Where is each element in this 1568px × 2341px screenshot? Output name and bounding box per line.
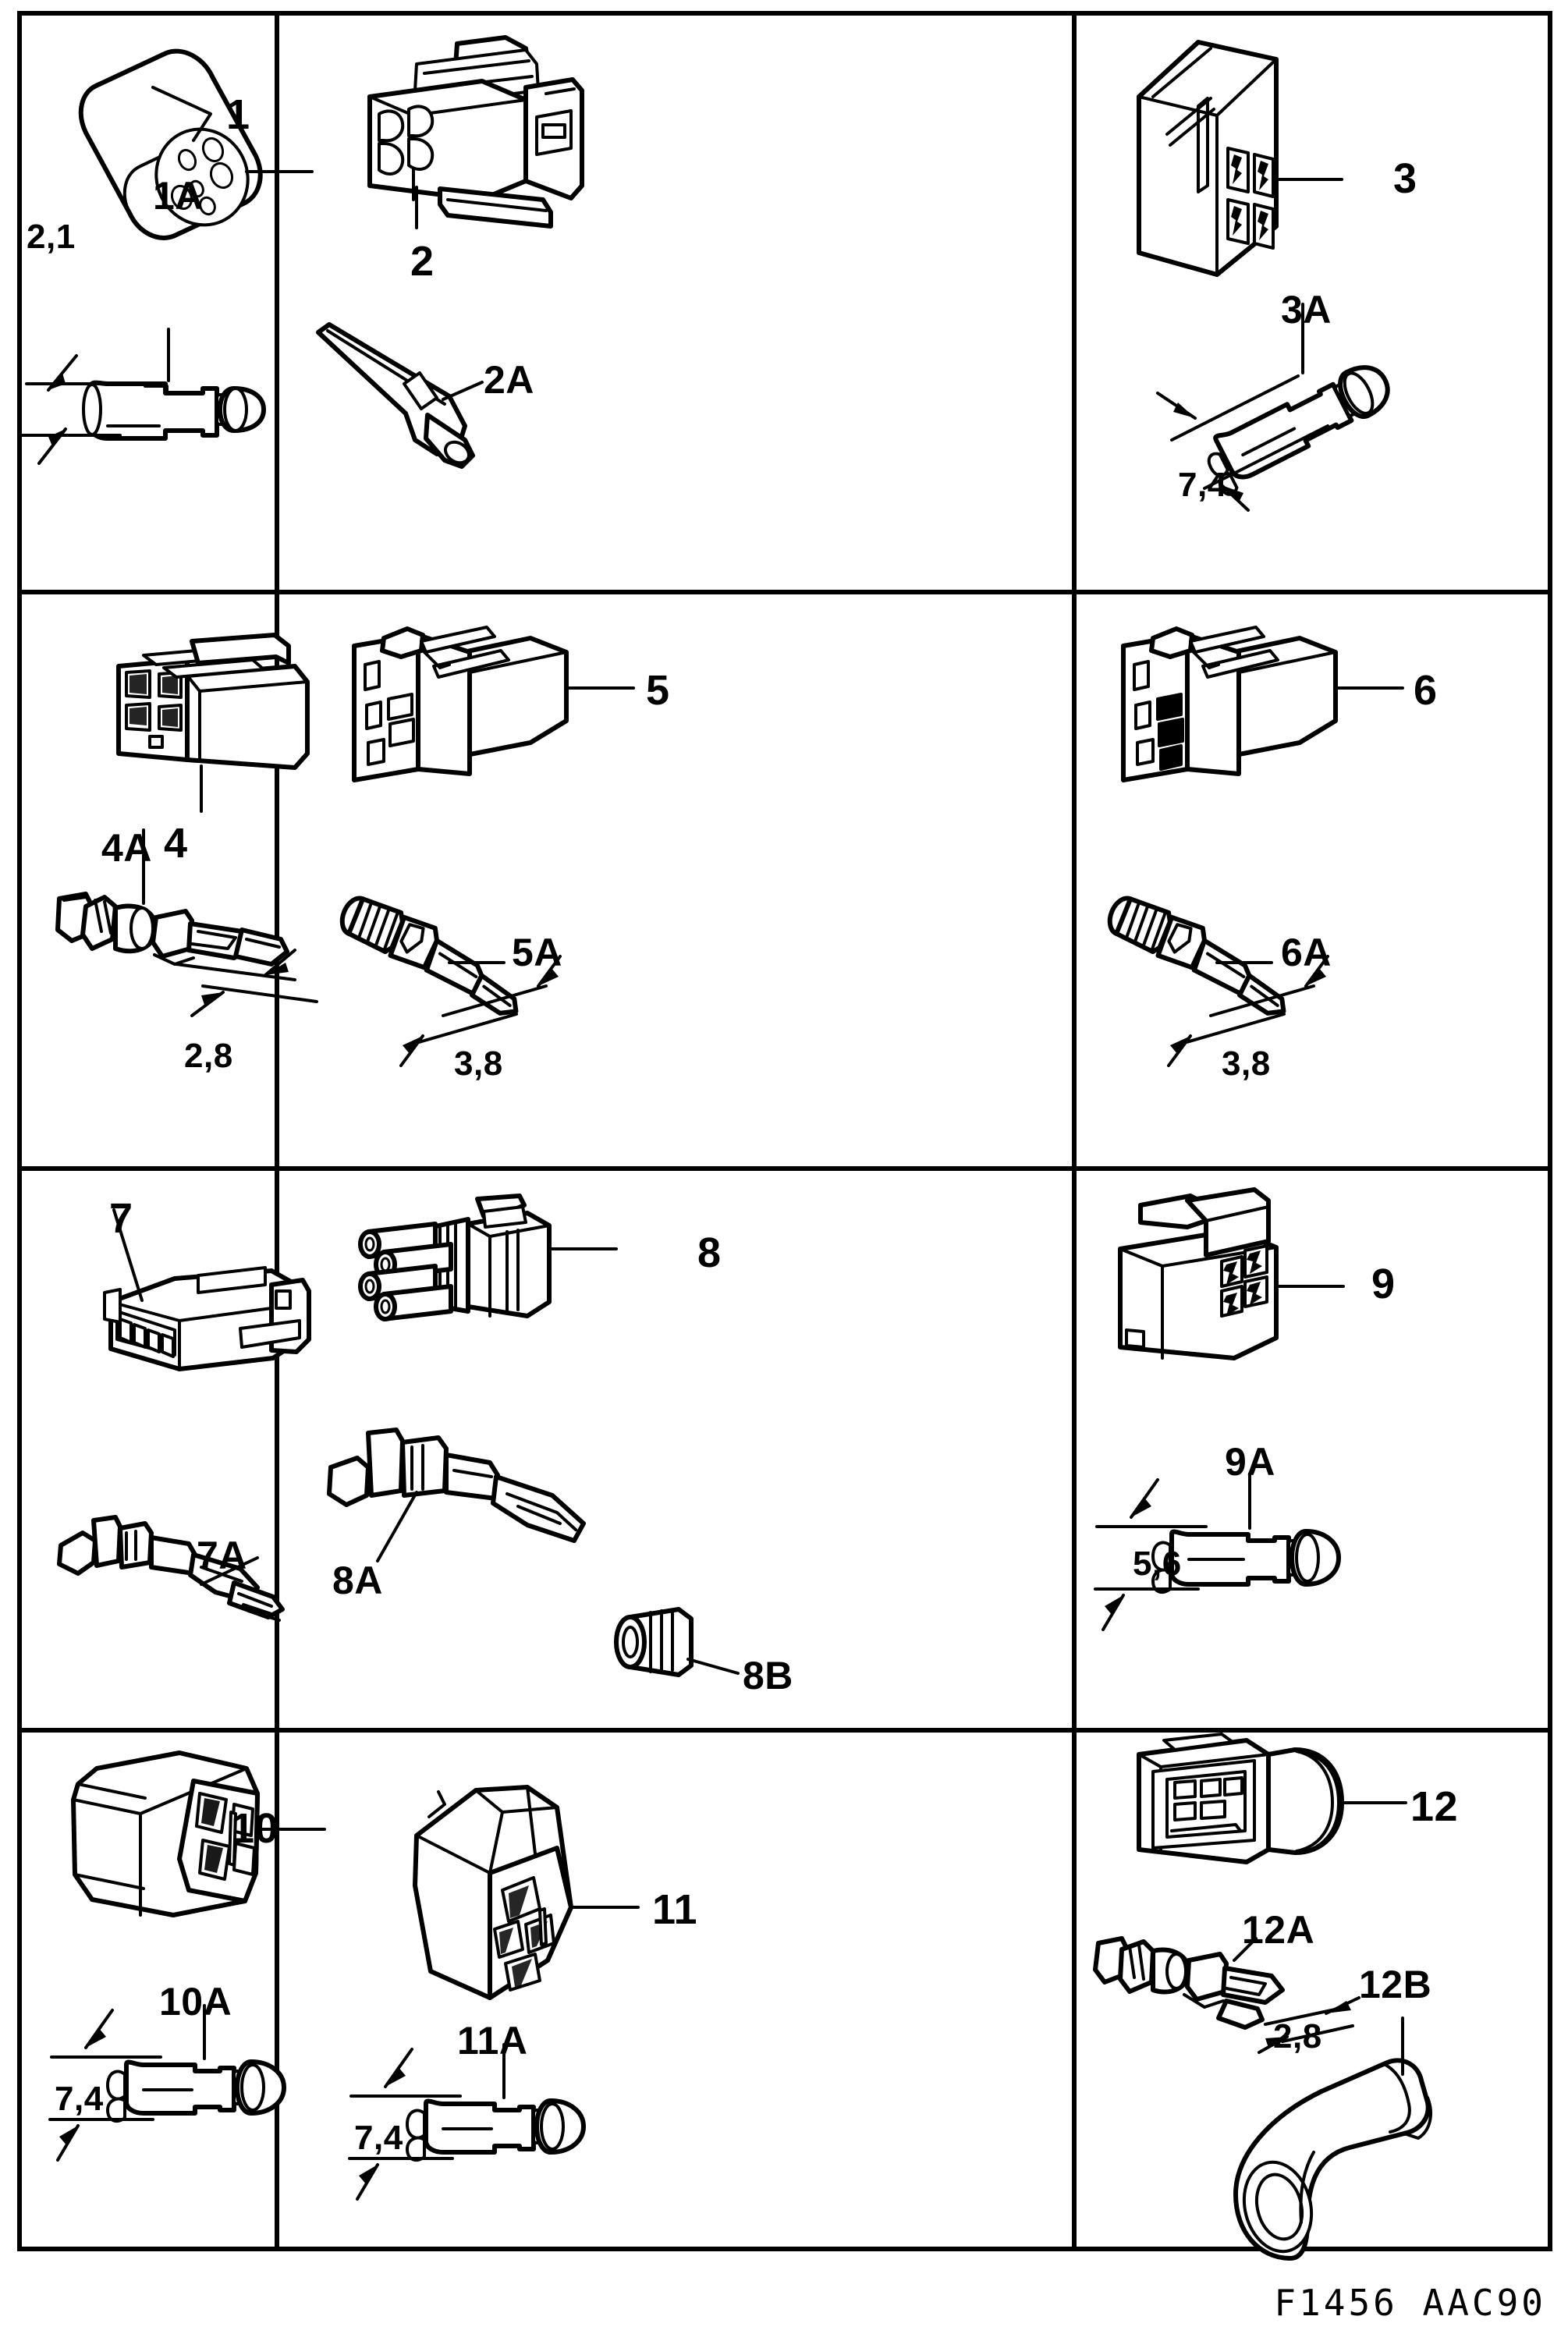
part-label-9a: 9A [1225, 1440, 1275, 1484]
dimension-label-12a: 2,8 [1273, 2017, 1322, 2055]
dimension-label-1a: 2,1 [27, 218, 76, 256]
terminal-10a-drawing [48, 2004, 286, 2162]
part-label-12: 12 [1410, 1783, 1459, 1830]
part-label-4a: 4A [101, 826, 152, 870]
terminal-5a-drawing [339, 896, 562, 1067]
cell-12: 12 12A 2,8 12B [1077, 1733, 1549, 2261]
grid-vertical-rule-right [1072, 11, 1077, 2251]
terminal-7a-drawing [57, 1515, 285, 1622]
part-label-11: 11 [652, 1886, 698, 1933]
connector-4-drawing [116, 633, 310, 813]
part-label-5a: 5A [512, 931, 562, 974]
dimension-label-10a: 7,4 [55, 2080, 104, 2118]
terminal-3a-drawing [1156, 303, 1390, 512]
part-label-1: 1 [226, 91, 250, 138]
part-label-3: 3 [1393, 155, 1417, 202]
part-label-12b: 12B [1359, 1963, 1432, 2006]
terminal-1a-drawing [19, 328, 266, 465]
part-label-10: 10 [231, 1805, 279, 1852]
part-label-10a: 10A [159, 1980, 232, 2024]
plate-border [17, 11, 1552, 2251]
part-label-5: 5 [646, 667, 670, 714]
grid-horizontal-rule-1 [17, 590, 1552, 594]
terminal-11a-drawing [348, 2043, 586, 2201]
dimension-label-9a: 5,6 [1133, 1545, 1182, 1583]
part-label-3a: 3A [1281, 288, 1332, 332]
cell-11: 11 11A 7,4 [279, 1733, 1067, 2251]
dimension-label-4a: 2,8 [184, 1037, 233, 1075]
cell-9: 9 9A 5,6 [1077, 1171, 1549, 1728]
connector-12-drawing [1137, 1733, 1407, 1864]
connector-2-drawing [367, 35, 584, 229]
connector-6-drawing [1121, 626, 1404, 782]
terminal-9a-drawing [1094, 1472, 1341, 1631]
cell-6: 6 6A 3,8 [1077, 594, 1549, 1166]
terminal-6a-drawing [1107, 896, 1329, 1067]
part-label-8b: 8B [743, 1654, 793, 1697]
part-label-4: 4 [164, 820, 188, 867]
cell-1: 1 1A 2,1 [19, 16, 314, 590]
connector-9-drawing [1118, 1187, 1345, 1360]
part-label-6: 6 [1414, 667, 1438, 714]
grid-horizontal-rule-3 [17, 1728, 1552, 1733]
grid-vertical-rule-left [275, 11, 279, 2251]
part-label-1a: 1A [153, 174, 204, 218]
part-label-11a: 11A [457, 2019, 528, 2063]
dimension-label-11a: 7,4 [354, 2119, 403, 2157]
dimension-label-5a: 3,8 [454, 1045, 503, 1083]
terminal-12b-drawing [1233, 2016, 1432, 2261]
cell-8: 8 8A 8B [279, 1171, 1067, 1728]
connector-8-drawing [358, 1194, 618, 1321]
terminal-8b-drawing [614, 1607, 740, 1677]
part-label-8: 8 [697, 1229, 722, 1276]
connector-10-drawing [71, 1750, 326, 1917]
cell-7: 7 7A [22, 1171, 311, 1728]
connector-3-drawing [1137, 40, 1343, 277]
connector-1-drawing [78, 48, 314, 240]
cell-3: 3 3A 7,4 [1077, 16, 1549, 590]
terminal-12a-drawing [1093, 1936, 1360, 2054]
part-label-2: 2 [410, 238, 435, 285]
part-label-12a: 12A [1242, 1908, 1315, 1952]
part-label-6a: 6A [1281, 931, 1332, 974]
terminal-2a-drawing [316, 322, 484, 469]
terminal-8a-drawing [327, 1428, 586, 1562]
dimension-label-3a: 7,4 [1178, 466, 1227, 504]
cell-10: 10 10A 7,4 [22, 1733, 326, 2251]
dimension-label-6a: 3,8 [1222, 1045, 1271, 1083]
grid-horizontal-rule-2 [17, 1166, 1552, 1171]
connector-11-drawing [413, 1785, 640, 2000]
drawing-code: F1456 AAC90 [1274, 2282, 1546, 2324]
part-label-9: 9 [1371, 1261, 1396, 1307]
part-label-7a: 7A [197, 1534, 247, 1577]
connector-7-drawing [103, 1208, 311, 1371]
cell-5: 5 5A 3,8 [279, 594, 1067, 1166]
terminal-4a-drawing [55, 828, 318, 1017]
connector-5-drawing [352, 626, 635, 782]
cell-4: 4 4A 2,8 [22, 594, 318, 1166]
part-label-7: 7 [109, 1195, 133, 1242]
part-label-2a: 2A [484, 358, 534, 402]
cell-2: 2 2A [279, 16, 1067, 590]
part-label-8a: 8A [332, 1559, 383, 1602]
